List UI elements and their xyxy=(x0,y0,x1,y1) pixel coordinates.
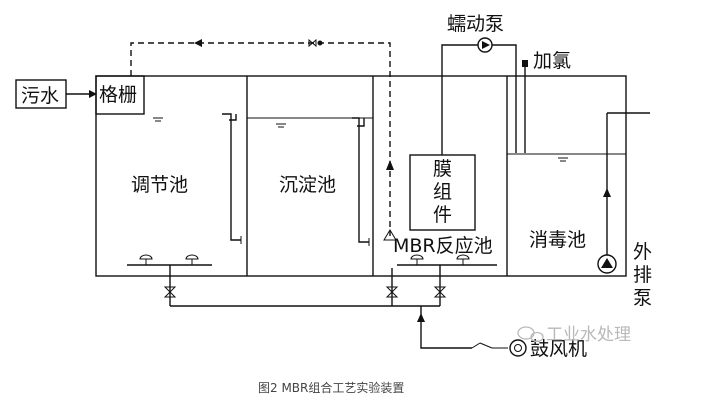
discharge-pump-label-2: 排 xyxy=(633,264,652,286)
discharge-pump-icon xyxy=(597,254,617,274)
transfer-pipe-2 xyxy=(352,117,370,246)
settling-tank-label: 沉淀池 xyxy=(279,174,336,196)
blower-label: 鼓风机 xyxy=(530,338,587,360)
blower-icon xyxy=(509,339,527,357)
chlorination-label: 加氯 xyxy=(533,50,571,72)
recirculation-line xyxy=(130,38,397,241)
screen-box xyxy=(95,75,145,115)
blower-pipe xyxy=(420,306,472,349)
peristaltic-pump-icon xyxy=(477,37,493,53)
discharge-arrowhead xyxy=(603,188,611,197)
sewage-label: 污水 xyxy=(21,85,59,107)
sewage-arrowhead xyxy=(89,90,97,98)
watermark-text: 工业水处理 xyxy=(546,325,631,345)
valve-3 xyxy=(433,286,447,298)
peristaltic-pump-label: 蠕动泵 xyxy=(447,13,504,35)
water-level-marks xyxy=(153,117,568,162)
chlorination-dosing-point xyxy=(522,60,528,67)
screen-label: 格栅 xyxy=(99,84,137,106)
discharge-pump-label-1: 外 xyxy=(633,241,652,263)
tank-outline xyxy=(95,75,627,277)
discharge-pump-label-3: 泵 xyxy=(633,287,652,309)
valve-1 xyxy=(163,286,177,298)
mbr-tank-label: MBR反应池 xyxy=(393,235,493,257)
transfer-pipe-1 xyxy=(222,113,242,244)
membrane-label-3: 件 xyxy=(433,204,452,226)
permeate-to-disinfection xyxy=(492,44,517,76)
membrane-label-1: 膜 xyxy=(433,158,452,180)
watermark-icon xyxy=(517,326,544,343)
disinfection-tank-label: 消毒池 xyxy=(529,229,586,251)
regulating-tank-label: 调节池 xyxy=(131,174,188,196)
valve-2 xyxy=(385,286,399,298)
diffuser-mbr xyxy=(397,254,497,266)
diffuser-regulating xyxy=(127,254,212,266)
membrane-label-2: 组 xyxy=(433,181,452,203)
blower-arrowhead xyxy=(417,313,425,322)
permeate-pipe xyxy=(441,44,478,155)
figure-caption: 图2 MBR组合工艺实验装置 xyxy=(258,380,404,395)
blower-valve xyxy=(471,342,508,349)
